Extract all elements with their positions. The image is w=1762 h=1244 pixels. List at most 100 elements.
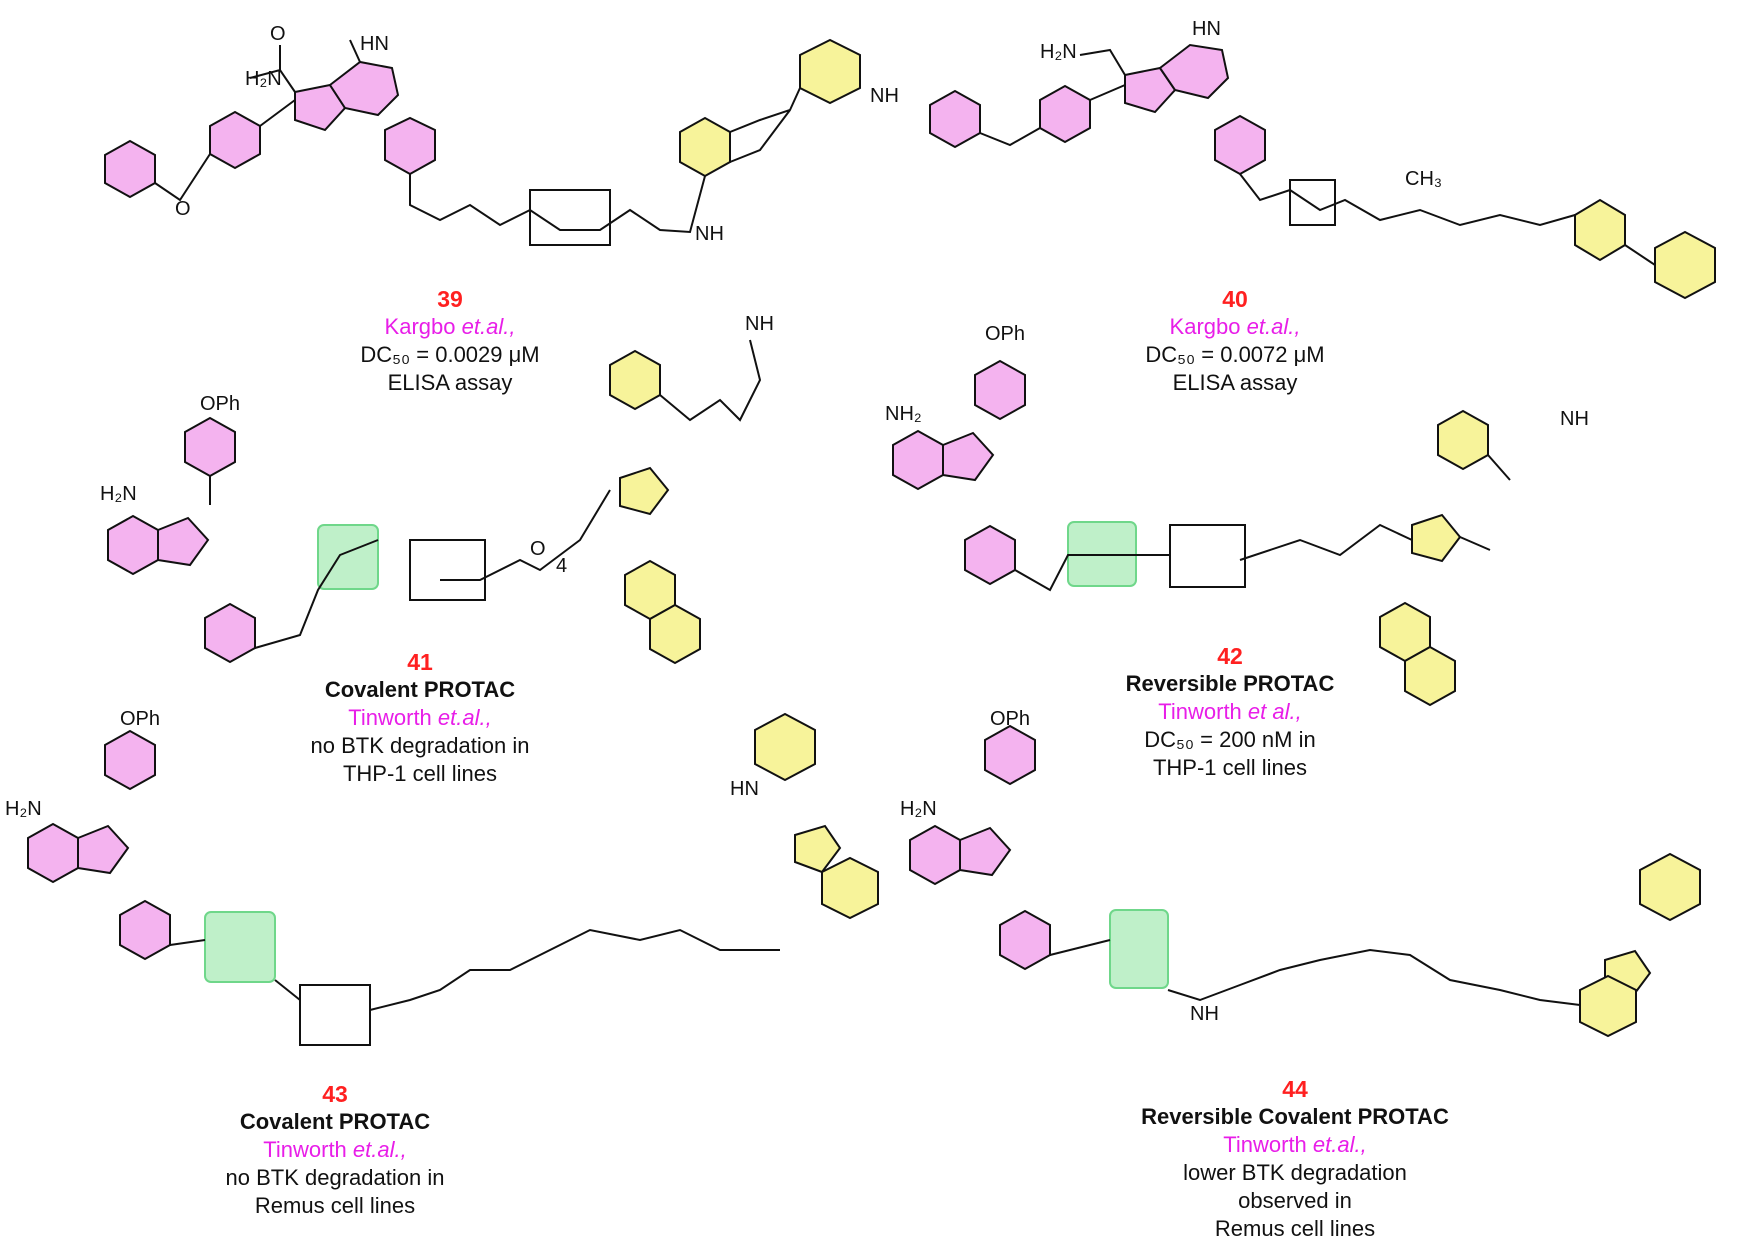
- repeat-subscript: 4: [556, 555, 567, 577]
- glutarimide-ring: [799, 38, 861, 105]
- caption-39: 39 Kargbo et.al., DC₅₀ = 0.0029 μM ELISA…: [325, 285, 575, 397]
- nh-label: NH: [695, 223, 724, 245]
- citation: Kargbo et.al.,: [1169, 314, 1301, 339]
- structure-43: H₂N OPh HN: [5, 708, 879, 1046]
- compound-number: 42: [1217, 643, 1243, 669]
- phenyl-ring: [184, 416, 236, 478]
- dihydrouracil-ring: [1654, 230, 1716, 300]
- phenyl-ring: [984, 724, 1036, 786]
- observation: observed in: [1238, 1188, 1352, 1213]
- phenoxy-ring: [104, 139, 156, 199]
- caption-40: 40 Kargbo et.al., DC₅₀ = 0.0072 μM ELISA…: [1110, 285, 1360, 397]
- caption-41: 41 Covalent PROTAC Tinworth et.al., no B…: [290, 648, 550, 788]
- imide-nh: NH: [870, 85, 899, 107]
- piperidine-ring: [384, 116, 436, 176]
- pyrazole-ring: [294, 83, 347, 132]
- isoindolinone-benzene: [821, 856, 879, 920]
- amide-nh2: H₂N: [245, 68, 282, 90]
- oph-label: OPh: [990, 708, 1030, 730]
- h2n-label: H₂N: [900, 798, 937, 820]
- compound-number: 43: [322, 1081, 348, 1107]
- compound-number: 41: [407, 649, 433, 675]
- caption-44: 44 Reversible Covalent PROTAC Tinworth e…: [1130, 1075, 1460, 1243]
- cell-line: Remus cell lines: [254, 1193, 416, 1218]
- linker-bonds: [1049, 939, 1581, 1006]
- pyrazole-ring: [959, 826, 1012, 877]
- citation: Kargbo et.al.,: [384, 314, 516, 339]
- pyrrolidine-ring: [619, 466, 670, 516]
- pyrimidine-ring: [27, 822, 79, 884]
- structure-39: H₂N HN O O NH NH: [104, 23, 899, 246]
- cyclohexyl-ring: [609, 349, 661, 411]
- protac-type: Covalent PROTAC: [324, 677, 516, 702]
- activity: DC₅₀ = 0.0072 μM: [1145, 342, 1325, 367]
- protac-type: Reversible PROTAC: [1125, 671, 1335, 696]
- piperidine-ring: [964, 524, 1016, 586]
- caption-43: 43 Covalent PROTAC Tinworth et.al., no B…: [200, 1080, 470, 1220]
- activity: DC₅₀ = 0.0029 μM: [360, 342, 540, 367]
- piperidine-ring: [999, 909, 1051, 971]
- pyrazole-ring: [942, 431, 995, 482]
- carbonyl-o: O: [270, 23, 286, 45]
- cell-line: Remus cell lines: [1214, 1216, 1376, 1241]
- activity: lower BTK degradation: [1183, 1160, 1407, 1185]
- benzoyl-ring: [1574, 198, 1626, 262]
- activity: no BTK degradation in: [225, 1165, 445, 1190]
- tetralin-ring-b: [1404, 645, 1456, 707]
- hn-label: HN: [360, 33, 389, 55]
- h2n-label: H₂N: [100, 483, 137, 505]
- phenyl-ring: [974, 359, 1026, 421]
- pyrazole-ring: [77, 824, 130, 875]
- citation: Tinworth et.al.,: [348, 705, 492, 730]
- caption-42: 42 Reversible PROTAC Tinworth et al., DC…: [1100, 642, 1360, 782]
- assay: ELISA assay: [387, 370, 513, 395]
- protac-type: Reversible Covalent PROTAC: [1141, 1104, 1449, 1129]
- pyrrolidine-ring: [1411, 513, 1462, 563]
- activity: no BTK degradation in: [310, 733, 530, 758]
- citation: Tinworth et.al.,: [263, 1137, 407, 1162]
- ether-o: O: [175, 198, 191, 220]
- cell-line: THP-1 cell lines: [1152, 755, 1308, 780]
- glutarimide-ring: [754, 712, 816, 782]
- structure-41: H₂N OPh O 4 NH: [100, 313, 774, 665]
- acrylamide-highlight: [317, 524, 379, 590]
- pyrazole-ring: [157, 516, 210, 567]
- piperidine-ring: [204, 602, 256, 664]
- tetralin-ring-b: [649, 603, 701, 665]
- h2n-label: H₂N: [5, 798, 42, 820]
- compound-number: 40: [1222, 286, 1248, 312]
- structure-40: H₂N HN CH₃: [929, 18, 1716, 300]
- methylamine-nh: NH: [1560, 408, 1589, 430]
- assay: ELISA assay: [1172, 370, 1298, 395]
- ether-o: O: [530, 538, 546, 560]
- pyrimidine-ring: [909, 824, 961, 886]
- nh-label: NH: [1190, 1003, 1219, 1025]
- cell-line: THP-1 cell lines: [342, 761, 498, 786]
- hn-label: HN: [730, 778, 759, 800]
- tetrahydropyrimidine-ring: [1158, 43, 1230, 100]
- pyrimidine-ring: [892, 429, 944, 491]
- linker-bonds: [979, 48, 1656, 266]
- citation: Tinworth et.al.,: [1223, 1132, 1367, 1157]
- hn-label: HN: [1192, 18, 1221, 40]
- amide-nh2: H₂N: [1040, 41, 1077, 63]
- propanamide-highlight: [1109, 909, 1169, 989]
- phenyl-ring: [209, 110, 261, 170]
- isoindolinone-benzene: [1579, 974, 1637, 1038]
- pyrazole-ring: [1124, 66, 1177, 114]
- glutarimide-ring: [1639, 852, 1701, 922]
- compound-number: 44: [1282, 1076, 1308, 1102]
- activity: DC₅₀ = 200 nM in: [1144, 727, 1316, 752]
- phenyl-ring: [1039, 84, 1091, 144]
- oph-label: OPh: [200, 393, 240, 415]
- linker-bonds: [154, 39, 801, 234]
- linker-bonds: [169, 928, 780, 1011]
- isoindolinone-five-ring: [794, 824, 842, 874]
- n-methyl-ch3: CH₃: [1405, 168, 1442, 190]
- oph-label: OPh: [120, 708, 160, 730]
- acrylamide-highlight: [204, 911, 276, 983]
- pyrimidine-ring: [107, 514, 159, 576]
- methylamine-nh: NH: [745, 313, 774, 335]
- protac-type: Covalent PROTAC: [239, 1109, 431, 1134]
